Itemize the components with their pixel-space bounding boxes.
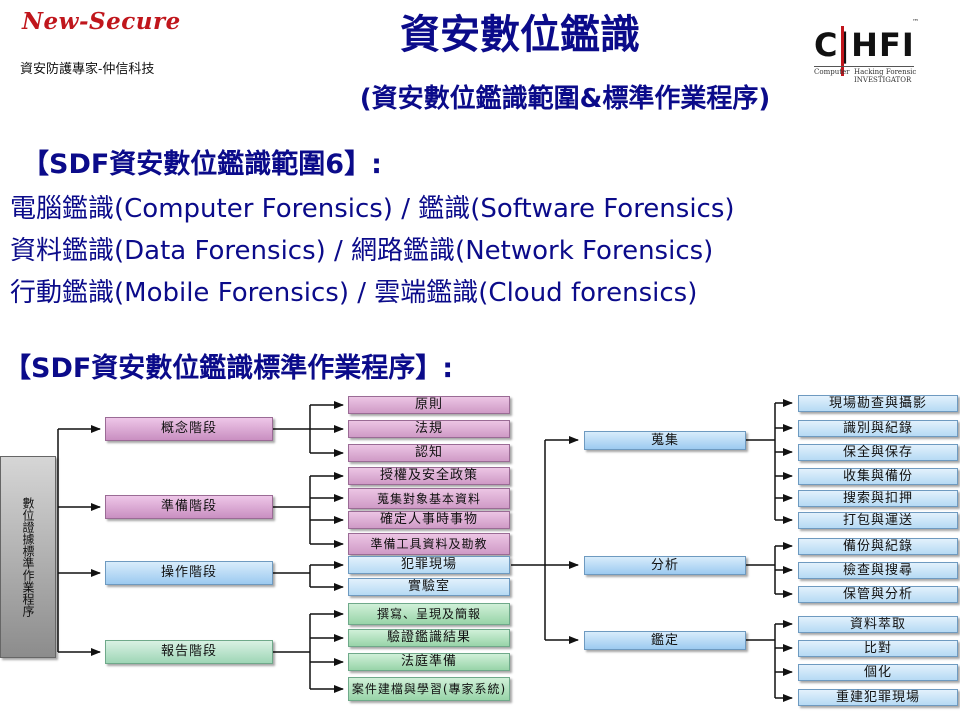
sop-root: 數位證據標準作業程序 (0, 456, 56, 658)
operation-analyze: 分析 (584, 556, 746, 575)
scope-line: 電腦鑑識(Computer Forensics) / 鑑識(Software F… (10, 194, 735, 224)
page-subtitle: (資安數位鑑識範圍&標準作業程序) (359, 84, 771, 114)
phase-item: 原則 (348, 396, 510, 414)
phase-item: 驗證鑑識結果 (348, 629, 510, 647)
crime-scene-box: 犯罪現場 (348, 556, 510, 574)
page-title: 資安數位鑑識 (400, 12, 640, 58)
phase-concept: 概念階段 (105, 417, 273, 441)
operation-item: 收集與備份 (798, 468, 958, 485)
operation-item: 保管與分析 (798, 586, 958, 603)
phase-preparation: 準備階段 (105, 495, 273, 519)
sop-diagram: 數位證據標準作業程序 概念階段 準備階段 操作階段 報告階段 原則 法規 認知 … (0, 392, 960, 720)
operation-item: 現場勘查與攝影 (798, 395, 958, 412)
operation-item: 比對 (798, 640, 958, 657)
phase-item: 確定人事時事物 (348, 511, 510, 529)
connector-lines (57, 399, 793, 702)
chfi-logo-rule (814, 66, 914, 67)
phase-item: 撰寫、呈現及簡報 (348, 603, 510, 625)
chfi-line-investigator: Hacking Forensic INVESTIGATOR (854, 68, 916, 84)
phase-item: 認知 (348, 444, 510, 462)
phase-item: 法規 (348, 420, 510, 438)
scope-heading: 【SDF資安數位鑑識範圍6】: (22, 149, 382, 180)
laboratory-box: 實驗室 (348, 578, 510, 596)
brand-logo: New-Secure (22, 8, 181, 35)
phase-item: 準備工具資料及勘教 (348, 533, 510, 555)
operation-item: 檢查與搜尋 (798, 562, 958, 579)
operation-item: 搜索與扣押 (798, 490, 958, 507)
chfi-line-hacking: Hacking Forensic (854, 68, 917, 76)
scope-line: 資料鑑識(Data Forensics) / 網路鑑識(Network Fore… (10, 236, 714, 266)
chfi-logo: C|HFI (814, 26, 915, 64)
operation-item: 資料萃取 (798, 616, 958, 633)
sop-heading: 【SDF資安數位鑑識標準作業程序】: (4, 353, 454, 384)
chfi-logo-bar (841, 26, 844, 76)
chfi-line-investigator-text: INVESTIGATOR (854, 76, 912, 84)
chfi-line-computer: Computer (814, 68, 850, 76)
operation-item: 識別與紀錄 (798, 420, 958, 437)
operation-item: 備份與紀錄 (798, 538, 958, 555)
chfi-trademark: ™ (912, 18, 919, 26)
operation-collect: 蒐集 (584, 431, 746, 450)
phase-item: 授權及安全政策 (348, 467, 510, 485)
operation-identify: 鑑定 (584, 631, 746, 650)
phase-item: 蒐集對象基本資料 (348, 488, 510, 509)
scope-line: 行動鑑識(Mobile Forensics) / 雲端鑑識(Cloud fore… (10, 278, 698, 308)
phase-operation: 操作階段 (105, 561, 273, 585)
brand-tagline: 資安防護專家-仲信科技 (20, 62, 155, 77)
phase-report: 報告階段 (105, 640, 273, 664)
phase-item: 法庭準備 (348, 653, 510, 671)
operation-item: 個化 (798, 664, 958, 681)
operation-item: 打包與運送 (798, 512, 958, 529)
operation-item: 重建犯罪現場 (798, 689, 958, 706)
operation-item: 保全與保存 (798, 444, 958, 461)
phase-item: 案件建檔與學習(專家系統) (348, 677, 510, 701)
